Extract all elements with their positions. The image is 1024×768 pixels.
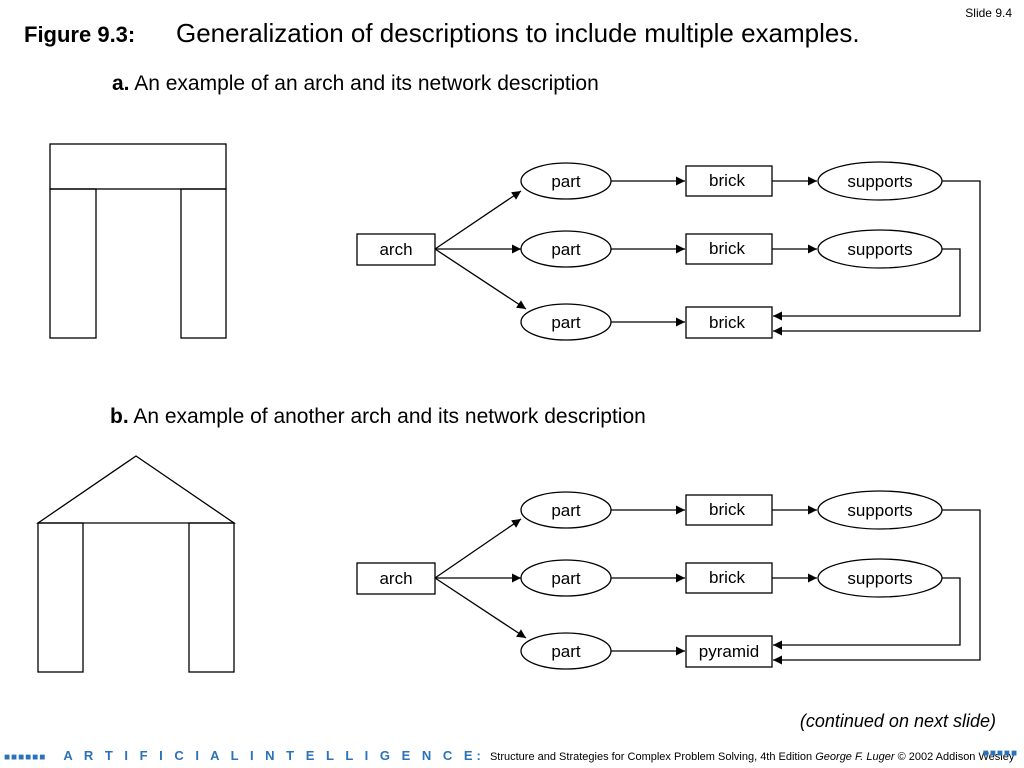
brick-node-3-label: brick (709, 313, 745, 332)
supports-node-1-label: supports (847, 501, 912, 520)
network-b: arch part part part brick brick pyramid … (356, 490, 981, 670)
pyramid-node-label: pyramid (699, 642, 759, 661)
supports-node-2-label: supports (847, 569, 912, 588)
edge-arch-part-3 (434, 248, 527, 310)
arch-drawing-b (35, 455, 237, 673)
section-a-text: An example of an arch and its network de… (134, 72, 599, 95)
edge-arch-part-1 (434, 518, 522, 579)
footer-author: George F. Luger (815, 751, 895, 763)
footer-text: ■■■■■■ A R T I F I C I A L I N T E L L I… (4, 748, 1014, 763)
part-node-1-label: part (551, 501, 581, 520)
figure-label: Figure 9.3: (24, 22, 136, 47)
part-node-3-label: part (551, 313, 581, 332)
edge-supports-2-pyramid (773, 577, 961, 650)
pyramid-node (685, 635, 773, 668)
part-node-3-label: part (551, 642, 581, 661)
edge-arch-part-3 (434, 577, 527, 639)
slide-number: Slide 9.4 (965, 6, 1012, 20)
edge-supports-1-brick-3 (773, 180, 981, 336)
arch-node (356, 233, 436, 266)
network-a: arch part part part brick brick brick su… (356, 161, 981, 341)
right-column-brick (188, 522, 235, 673)
part-node-2-label: part (551, 569, 581, 588)
section-a-letter: a. (112, 72, 130, 95)
footer-ai-label: A R T I F I C I A L I N T E L L I G E N … (63, 748, 485, 763)
figure-canvas: arch part part part brick brick brick su… (35, 143, 981, 673)
brick-node-3 (685, 306, 773, 339)
brick-node-2 (685, 562, 773, 594)
left-column-brick (37, 522, 84, 673)
brick-node-1-label: brick (709, 171, 745, 190)
section-b-letter: b. (110, 405, 129, 428)
brick-node-2 (685, 233, 773, 265)
edge-supports-1-pyramid (773, 509, 981, 665)
lintel-brick (49, 143, 227, 190)
brick-node-1 (685, 165, 773, 197)
footer-bar: ■■■■■■ A R T I F I C I A L I N T E L L I… (0, 746, 1024, 766)
arch-drawing-a (49, 143, 227, 339)
footer-blocks-left: ■■■■■■ (4, 752, 47, 763)
supports-node-1-label: supports (847, 172, 912, 191)
brick-node-1-label: brick (709, 500, 745, 519)
brick-node-1 (685, 494, 773, 526)
footer-blocks-right: ■■■■■ (982, 748, 1018, 759)
footer-copyright: © 2002 Addison Wesley (897, 751, 1015, 763)
left-column-brick (49, 188, 97, 339)
part-node-1-label: part (551, 172, 581, 191)
edge-arch-part-1 (434, 190, 522, 250)
figure-title: Generalization of descriptions to includ… (176, 18, 860, 48)
section-a-title: a. An example of an arch and its network… (112, 72, 599, 96)
continued-note: (continued on next slide) (799, 711, 996, 731)
right-column-brick (180, 188, 227, 339)
brick-node-2-label: brick (709, 239, 745, 258)
brick-node-2-label: brick (709, 568, 745, 587)
part-node-2-label: part (551, 240, 581, 259)
supports-node-2-label: supports (847, 240, 912, 259)
arch-node-label: arch (379, 240, 412, 259)
edge-supports-2-brick-3 (773, 248, 961, 321)
section-b-text: An example of another arch and its netwo… (133, 405, 646, 428)
arch-node-label: arch (379, 569, 412, 588)
pyramid-top (35, 455, 237, 524)
footer-subtitle: Structure and Strategies for Complex Pro… (489, 751, 813, 763)
section-b-title: b. An example of another arch and its ne… (110, 405, 646, 429)
